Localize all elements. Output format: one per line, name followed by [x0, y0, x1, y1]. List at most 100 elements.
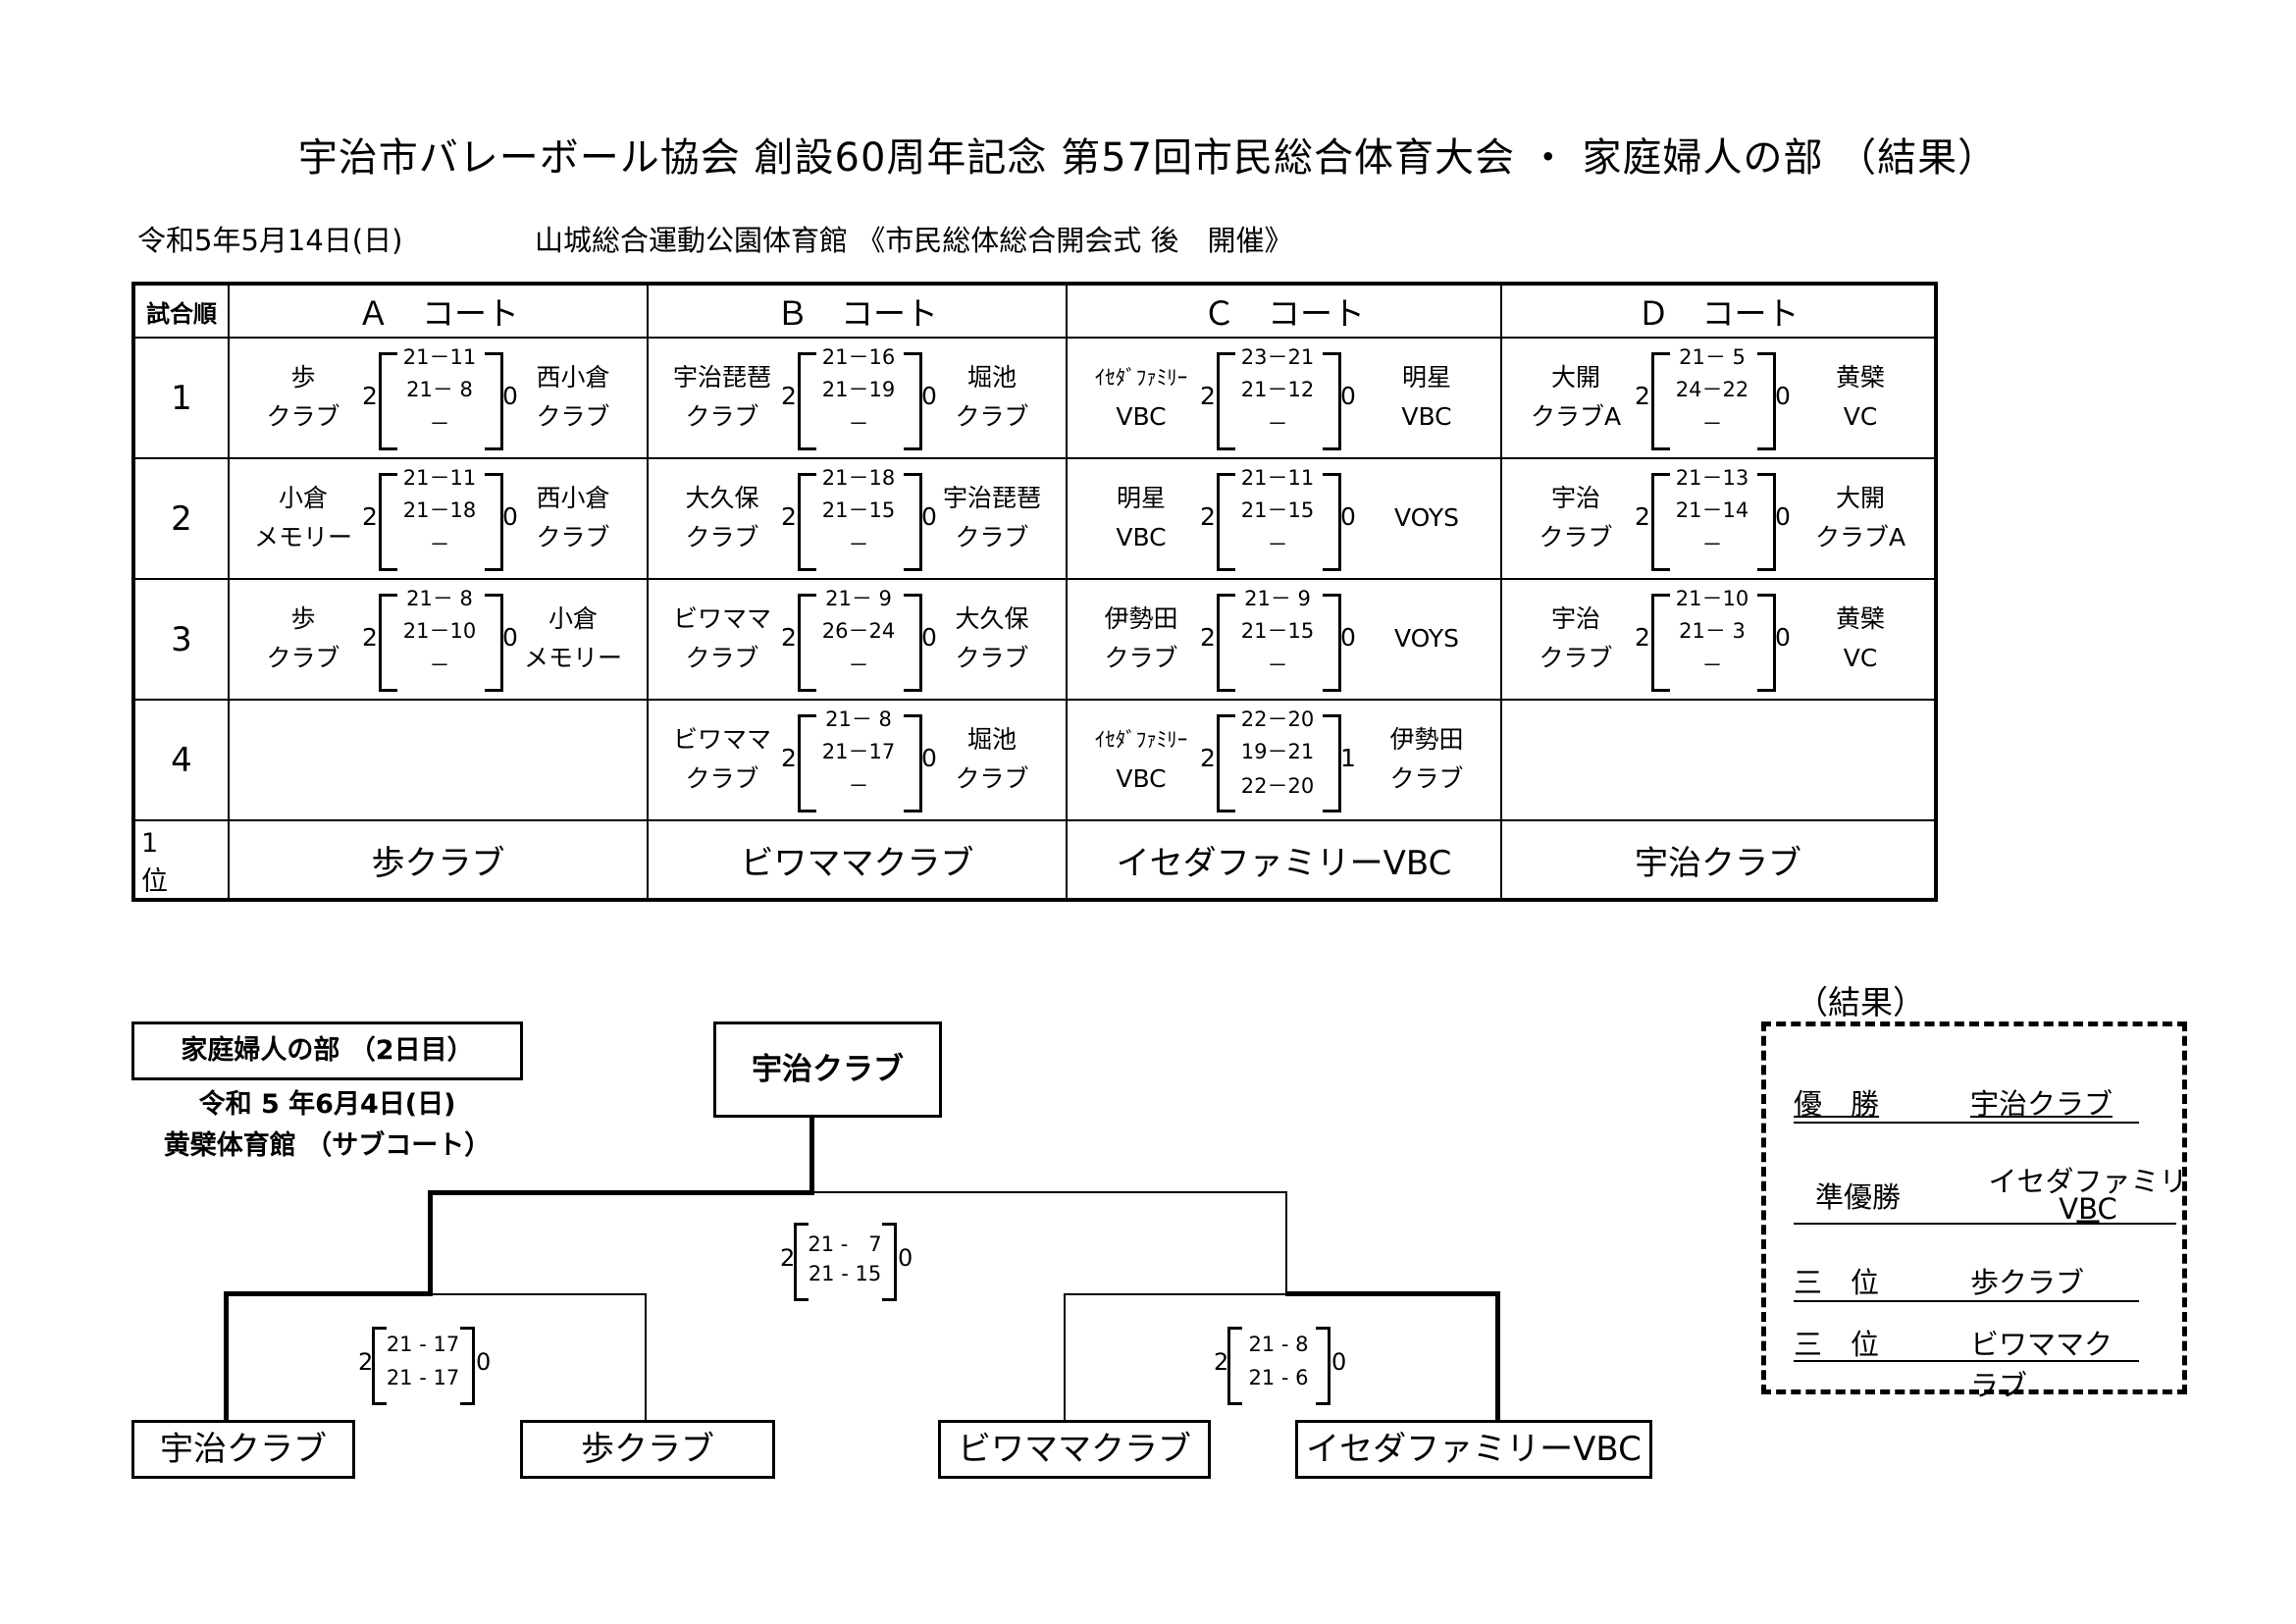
team-name-line: クラブ: [536, 402, 610, 431]
set-score: 21－ 8: [406, 587, 473, 610]
team-name-line: クラブA: [1814, 523, 1906, 551]
team-name-line: クラブ: [955, 644, 1029, 672]
day2-label-box: 家庭婦人の部 （2日目）: [131, 1022, 523, 1080]
final-set-1: 21 - 7: [808, 1232, 882, 1256]
match-order: 1: [132, 337, 230, 459]
team-name-line: VOYS: [1393, 503, 1460, 532]
right-sets-won: 0: [921, 502, 937, 531]
first-place-label: 1 位: [132, 819, 230, 901]
set-score: 21－17: [821, 740, 896, 763]
court-header-row: 試合順 Ａ コート Ｂ コート Ｃ コート Ｄ コート: [132, 283, 1937, 339]
bracket-team-biwamama: ビワママクラブ: [938, 1420, 1211, 1479]
team-name-line: 黄檗: [1835, 604, 1885, 633]
left-sets-won: 2: [362, 502, 378, 531]
bracket-line: [1285, 1191, 1287, 1295]
team-right: 宇治琵琶クラブ: [918, 479, 1066, 557]
set-score: 26－24: [821, 619, 896, 643]
match-order: 4: [132, 699, 230, 821]
score-bracket-right: [485, 594, 503, 692]
team-right: 西小倉クラブ: [499, 358, 647, 437]
result-label: 準優勝: [1815, 1180, 1902, 1214]
set-score: 21－ 9: [1244, 587, 1311, 610]
right-sets-won: 0: [1775, 382, 1791, 410]
set-score: 21－11: [1240, 466, 1315, 490]
team-left: 大開クラブA: [1502, 358, 1649, 437]
team-name-line: クラブ: [685, 764, 759, 793]
match-order: 2: [132, 457, 230, 580]
set-score: 21－18: [821, 466, 896, 490]
score-bracket-left: [798, 714, 816, 812]
team-left: 宇治琵琶クラブ: [649, 358, 796, 437]
score-bracket-right: [1757, 473, 1776, 571]
set-score: 23－21: [1240, 345, 1315, 369]
day2-date: 令和 5 年6月4日(日): [198, 1089, 456, 1120]
team-name-line: ビワママ: [672, 725, 771, 754]
set-score: 21－16: [821, 345, 896, 369]
bracket-line: [428, 1190, 814, 1195]
set-score: －: [848, 533, 869, 556]
team-left: 歩クラブ: [230, 600, 377, 678]
result-value: 宇治クラブ: [1970, 1087, 2113, 1121]
semi1-set-1: 21 - 17: [386, 1333, 460, 1356]
bracket-team-uji: 宇治クラブ: [131, 1420, 355, 1479]
left-sets-won: 2: [362, 382, 378, 410]
score-bracket-left: [798, 352, 816, 450]
set-score: 21－11: [402, 466, 477, 490]
team-name-line: クラブ: [1539, 523, 1613, 551]
bracket-line: [1064, 1293, 1287, 1295]
order-header: 試合順: [132, 283, 230, 339]
set-score: 21－19: [821, 378, 896, 401]
set-score: 21－15: [1240, 619, 1315, 643]
set-score: －: [429, 533, 450, 556]
set-score: 21－ 9: [825, 587, 892, 610]
final-set-2: 21 - 15: [808, 1262, 882, 1285]
bracket-line: [645, 1293, 647, 1420]
score-bracket-right: [904, 473, 922, 571]
team-name-line: VC: [1843, 402, 1878, 431]
right-sets-won: 0: [1775, 623, 1791, 652]
final-score: 2 21 - 7 21 - 15 0: [780, 1223, 927, 1301]
score-bracket-right: [904, 352, 922, 450]
team-name-line: 堀池: [966, 363, 1017, 392]
team-name-line: 歩: [290, 604, 316, 633]
score-bracket-left: [1651, 473, 1670, 571]
right-sets-won: 0: [502, 502, 518, 531]
score-bracket-left: [1217, 594, 1235, 692]
team-name-line: クラブ: [955, 402, 1029, 431]
score-bracket-right: [1323, 594, 1341, 692]
set-score: 22－20: [1240, 774, 1315, 798]
left-sets-won: 2: [1635, 623, 1650, 652]
semi2-score: 2 21 - 8 21 - 6 0: [1214, 1327, 1361, 1405]
first-place-c: イセダファミリーVBC: [1066, 819, 1502, 901]
team-name-line: クラブ: [1539, 644, 1613, 672]
team-name-line: クラブ: [536, 523, 610, 551]
result-label: 優 勝: [1794, 1087, 1880, 1121]
bracket-line: [809, 1115, 814, 1193]
score-bracket-right: [460, 1327, 475, 1405]
team-name-line: クラブ: [685, 402, 759, 431]
first-place-a: 歩クラブ: [228, 819, 649, 901]
team-name-line: クラブ: [266, 402, 340, 431]
team-name-line: ｲｾﾀﾞﾌｧﾐﾘｰ: [1094, 366, 1188, 390]
team-left: 小倉メモリー: [230, 479, 377, 557]
score-bracket-right: [904, 594, 922, 692]
result-row-runner-up: 準優勝 イセダファミリー VBC: [1794, 1159, 2188, 1239]
right-sets-won: 0: [1340, 502, 1356, 531]
left-sets-won: 2: [781, 744, 797, 772]
